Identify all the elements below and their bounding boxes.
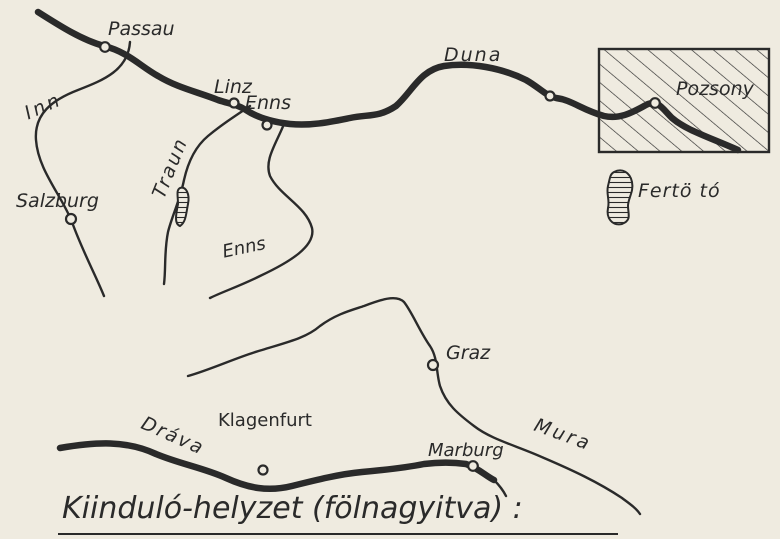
- town-marker-duna-bend: [544, 90, 556, 102]
- label-klagenfurt: Klagenfurt: [218, 410, 312, 431]
- river-enns: [208, 122, 314, 300]
- label-passau: Passau: [108, 18, 175, 40]
- town-marker-passau: [99, 41, 111, 53]
- river-mura: [186, 296, 642, 516]
- label-enns-town: Enns: [245, 92, 291, 114]
- town-marker-linz: [228, 97, 240, 109]
- label-marburg: Marburg: [428, 440, 504, 461]
- town-marker-marburg: [467, 460, 479, 472]
- town-marker-klagenfurt: [257, 464, 269, 476]
- river-inn: [34, 40, 132, 298]
- hatched-region: [597, 47, 771, 154]
- town-marker-salzburg: [64, 212, 78, 226]
- label-salzburg: Salzburg: [16, 190, 99, 212]
- town-marker-pozsony: [649, 97, 661, 109]
- town-marker-enns: [261, 119, 273, 131]
- lake-ferto-to-hatch: [607, 170, 633, 225]
- town-marker-graz: [426, 358, 440, 372]
- map-caption: Kiinduló-helyzet (fölnagyitva) :: [62, 491, 523, 526]
- caption-underline: [58, 533, 618, 535]
- river-traun: [162, 104, 252, 286]
- label-ferto-to: Fertö tó: [638, 180, 721, 202]
- label-pozsony: Pozsony: [676, 78, 754, 100]
- river-drava: [56, 440, 498, 493]
- lake-traunsee-hatch: [176, 187, 189, 226]
- label-graz: Graz: [446, 342, 491, 364]
- river-duna: [34, 8, 742, 154]
- label-duna: Duna: [444, 44, 503, 66]
- label-linz: Linz: [214, 76, 252, 98]
- river-drava-tail: [492, 478, 508, 498]
